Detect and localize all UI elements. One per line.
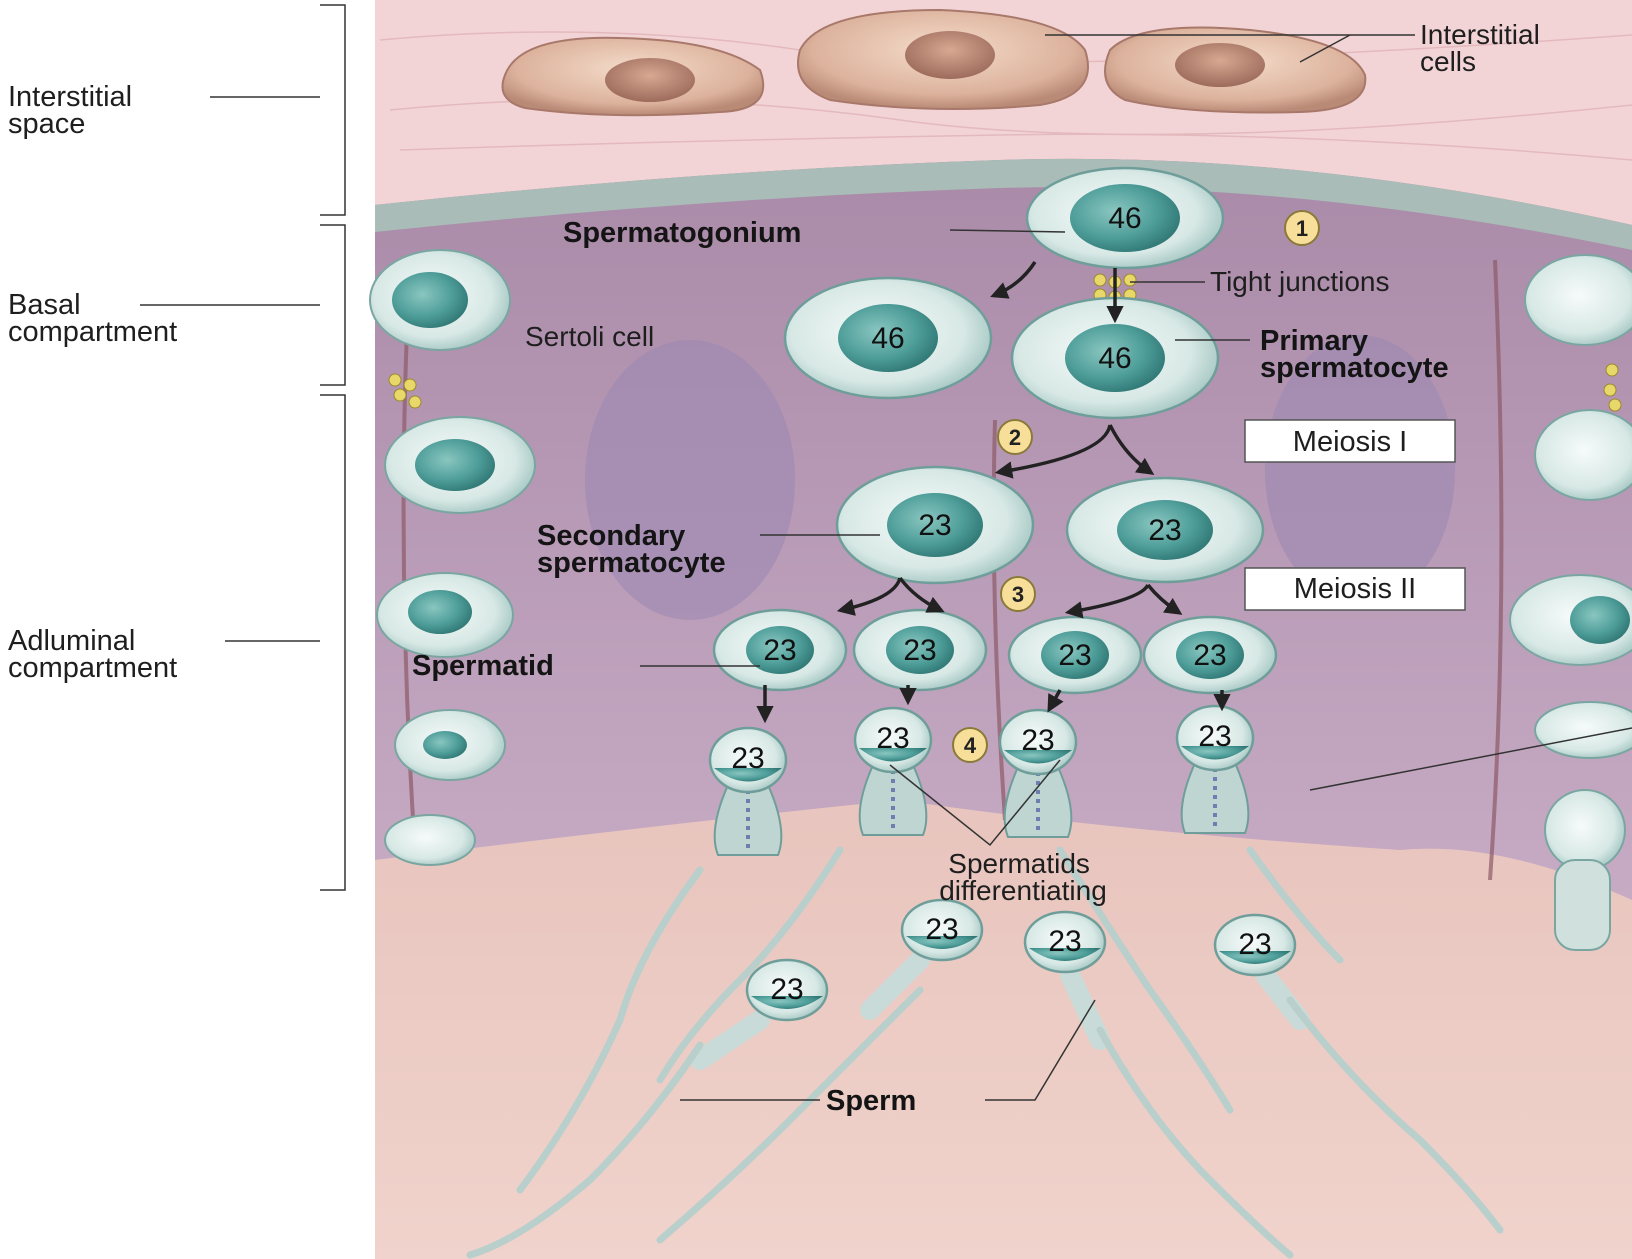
step-badge-1: 1 xyxy=(1285,211,1319,245)
meiosis-2-box: Meiosis II xyxy=(1245,568,1465,610)
interstitial-cells-line2: cells xyxy=(1420,46,1476,77)
cell-secondary-right: 23 xyxy=(1067,478,1263,582)
step-number: 3 xyxy=(1012,582,1024,607)
spermatogonium-label: Spermatogonium xyxy=(563,217,801,249)
cell-secondary-left: 23 xyxy=(837,467,1033,583)
spermatids-differentiating-label: Spermatids differentiating xyxy=(939,848,1107,906)
chromosome-count: 23 xyxy=(918,509,951,542)
step-badge-4: 4 xyxy=(953,728,987,762)
chromosome-count: 23 xyxy=(903,634,936,667)
interstitial-space-line2: space xyxy=(8,108,85,140)
chromosome-count: 46 xyxy=(871,322,904,355)
step-badge-2: 2 xyxy=(998,420,1032,454)
chromosome-count: 23 xyxy=(1193,639,1226,672)
interstitial-cell-2 xyxy=(798,10,1088,109)
spermatid-label: Spermatid xyxy=(412,650,554,682)
chromosome-count: 23 xyxy=(1058,639,1091,672)
cell-basal-left: 46 xyxy=(785,278,991,398)
step-badge-3: 3 xyxy=(1001,577,1035,611)
basal-compartment-line2: compartment xyxy=(8,316,177,348)
chromosome-count: 23 xyxy=(925,913,958,946)
chromosome-count: 23 xyxy=(763,634,796,667)
cell-spermatogonium: 46 xyxy=(1027,168,1223,268)
chromosome-count: 23 xyxy=(1048,925,1081,958)
meiosis-1-box: Meiosis I xyxy=(1245,420,1455,462)
adluminal-compartment-line2: compartment xyxy=(8,652,177,684)
cell-spermatid-1: 23 xyxy=(714,610,846,690)
chromosome-count: 46 xyxy=(1098,342,1131,375)
chromosome-count: 23 xyxy=(731,742,764,775)
cell-spermatid-4: 23 xyxy=(1144,617,1276,693)
primary-spermatocyte-line2: spermatocyte xyxy=(1260,352,1449,384)
meiosis-2-label: Meiosis II xyxy=(1294,573,1416,605)
chromosome-count: 23 xyxy=(1148,514,1181,547)
secondary-spermatocyte-line2: spermatocyte xyxy=(537,547,726,579)
cell-spermatid-2: 23 xyxy=(854,610,986,690)
chromosome-count: 23 xyxy=(1238,928,1271,961)
basal-compartment-label: Basal compartment xyxy=(8,289,177,348)
chromosome-count: 23 xyxy=(1021,724,1054,757)
chromosome-count: 23 xyxy=(770,973,803,1006)
spermatids-differentiating-line2: differentiating xyxy=(939,875,1107,906)
chromosome-count: 23 xyxy=(876,722,909,755)
step-number: 2 xyxy=(1009,425,1021,450)
chromosome-count: 46 xyxy=(1108,202,1141,235)
sperm-label: Sperm xyxy=(826,1085,916,1117)
step-number: 1 xyxy=(1296,216,1308,241)
meiosis-1-label: Meiosis I xyxy=(1293,426,1407,458)
adluminal-compartment-label: Adluminal compartment xyxy=(8,625,177,684)
chromosome-count: 23 xyxy=(1198,720,1231,753)
cell-spermatid-3: 23 xyxy=(1009,617,1141,693)
tight-junctions-label: Tight junctions xyxy=(1210,266,1390,297)
interstitial-space-label: Interstitial space xyxy=(8,81,140,140)
sertoli-cell-label: Sertoli cell xyxy=(525,321,654,352)
step-number: 4 xyxy=(964,733,977,758)
